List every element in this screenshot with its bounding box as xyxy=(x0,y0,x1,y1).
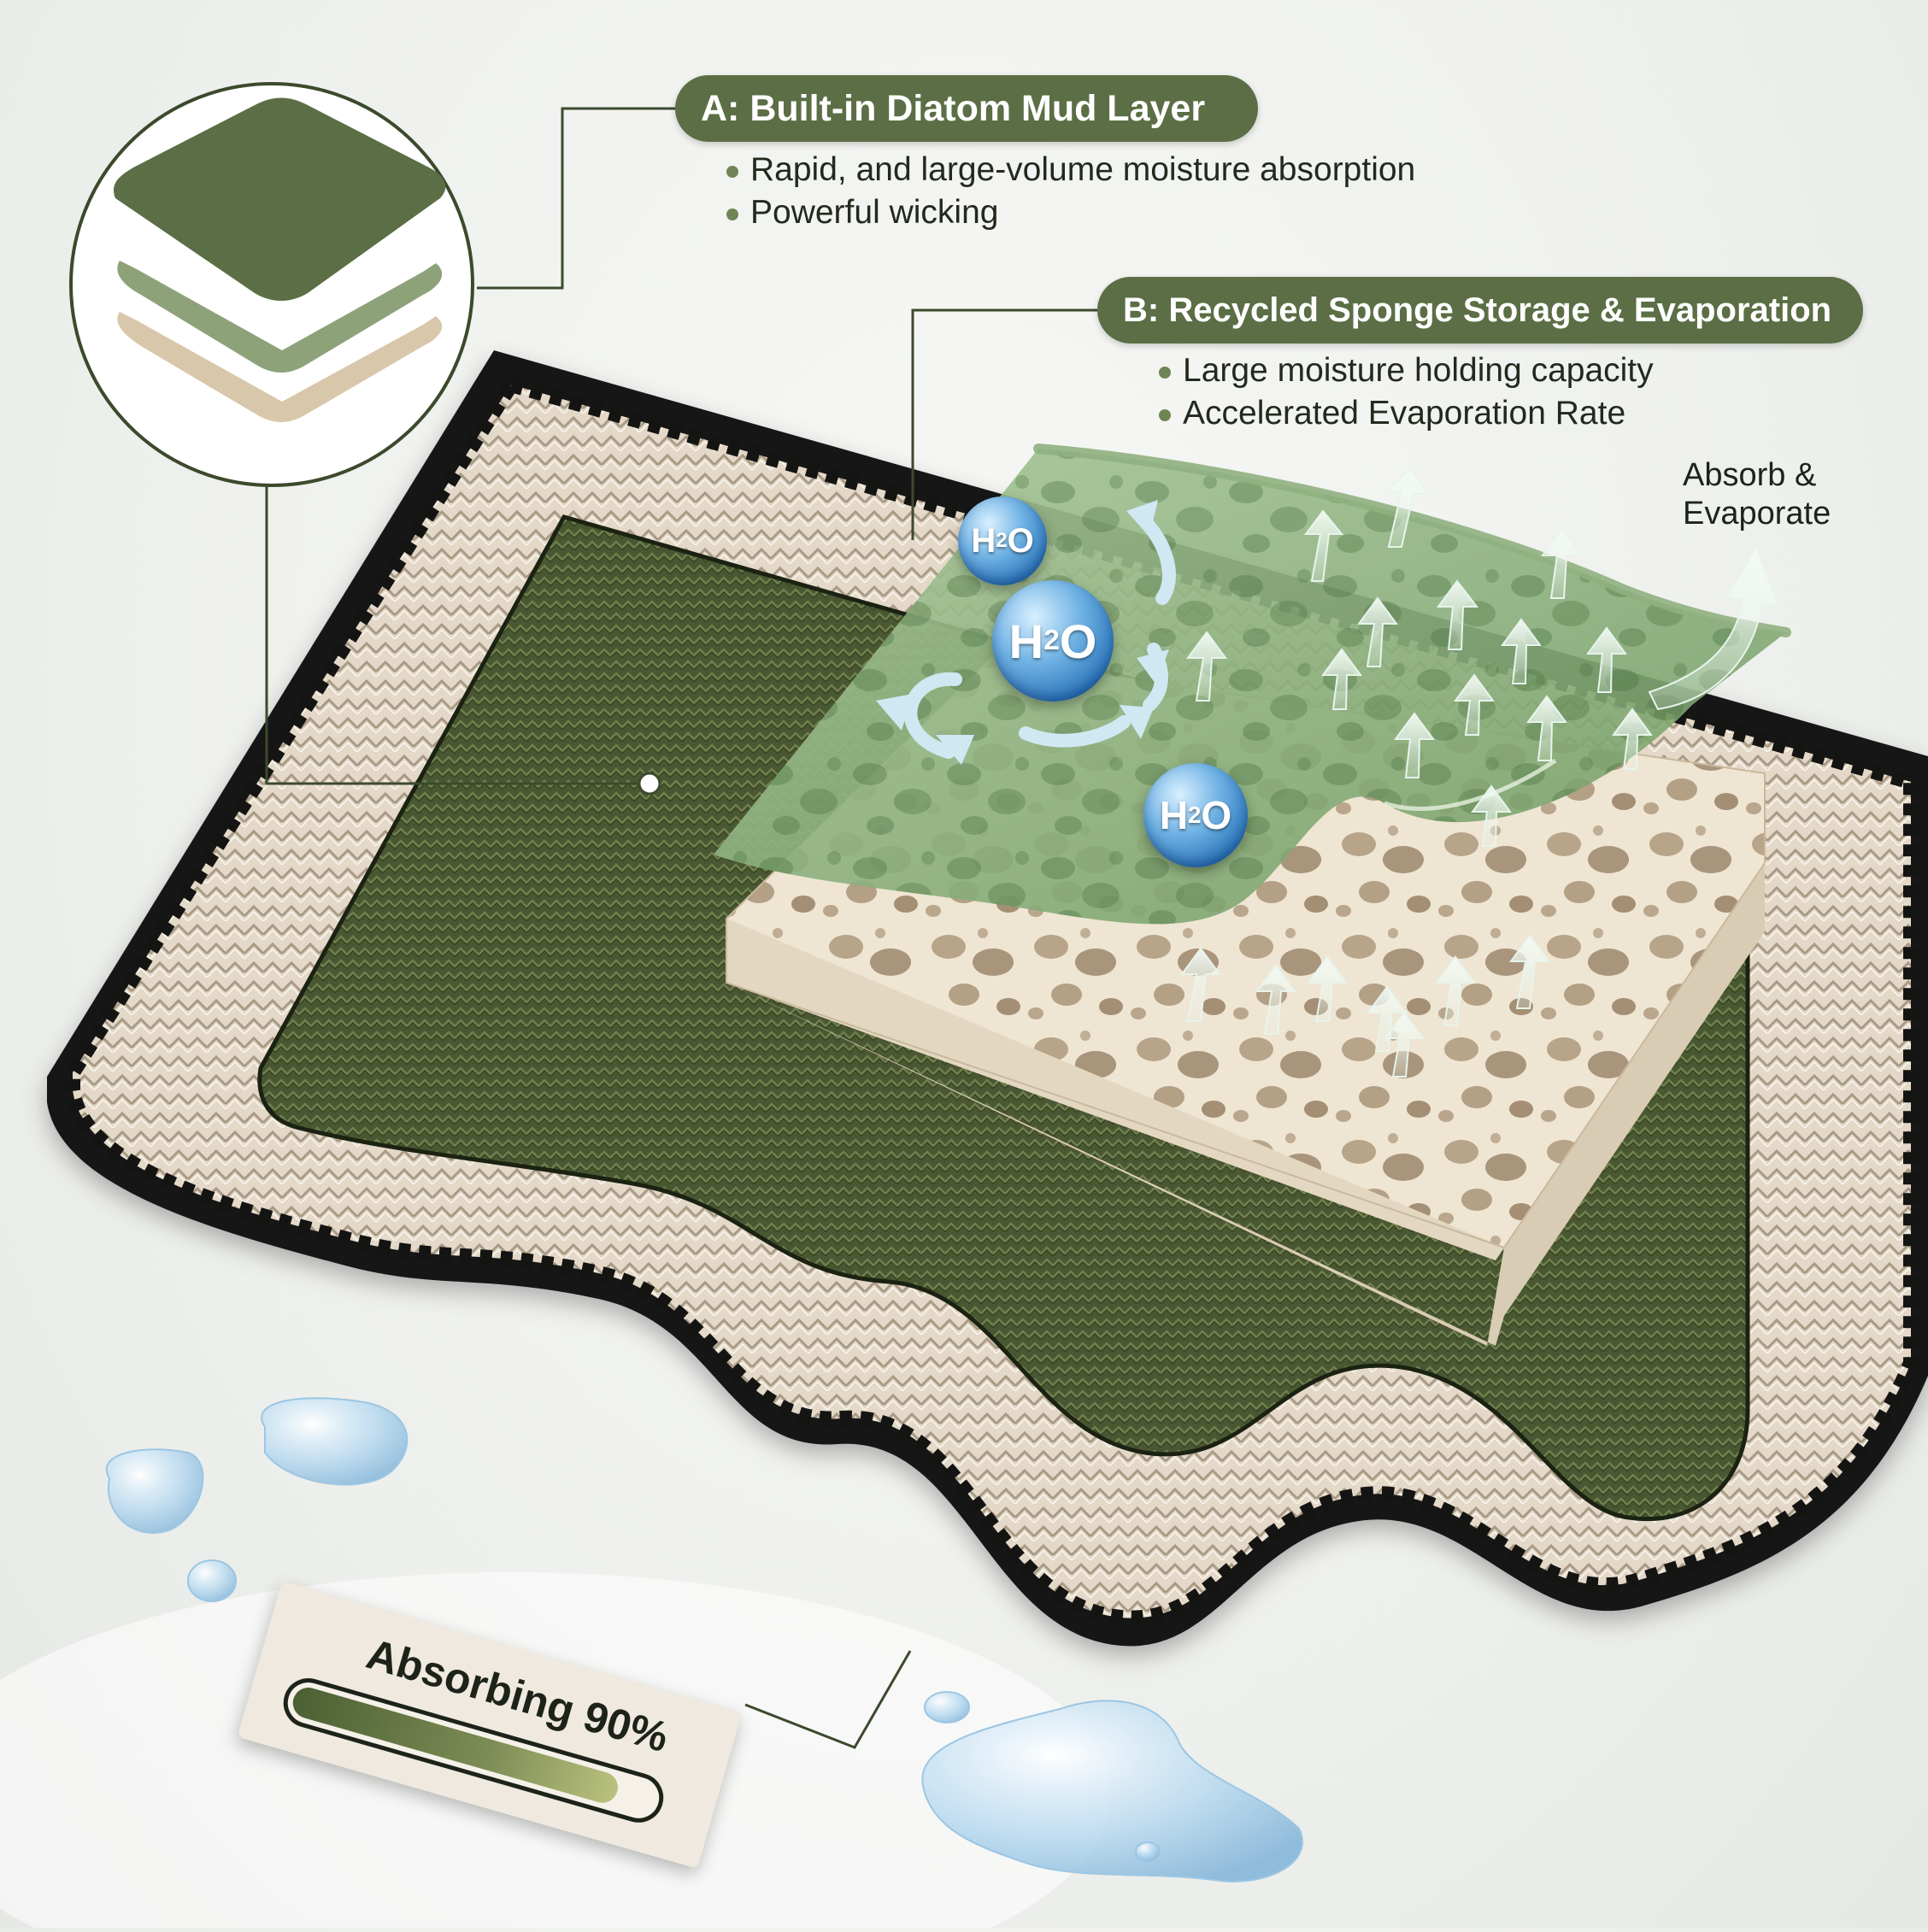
callout-b-leader xyxy=(911,308,1097,540)
callout-b-bullet: Large moisture holding capacity xyxy=(1154,349,1654,392)
layer-stack-icon xyxy=(69,82,474,487)
absorb-evaporate-label: Absorb & Evaporate xyxy=(1683,457,1831,531)
callout-a-title: A: Built-in Diatom Mud Layer xyxy=(675,75,1258,142)
callout-b-bullet: Accelerated Evaporation Rate xyxy=(1154,392,1654,435)
mud-pointer-line xyxy=(265,470,639,785)
badge-leader xyxy=(744,1650,912,1749)
callout-a-leader xyxy=(477,107,675,290)
evaporation-arrow-icon xyxy=(1180,467,1779,1078)
callout-b-title: B: Recycled Sponge Storage & Evaporation xyxy=(1097,277,1863,344)
callout-b-bullets: Large moisture holding capacity Accelera… xyxy=(1154,349,1654,435)
callout-a-bullet: Rapid, and large-volume moisture absorpt… xyxy=(721,149,1415,191)
water-droplet-icon xyxy=(105,1397,1303,1882)
callout-a-bullet: Powerful wicking xyxy=(721,191,1415,234)
mud-pointer-dot xyxy=(638,772,661,796)
callout-a-bullets: Rapid, and large-volume moisture absorpt… xyxy=(721,149,1415,234)
